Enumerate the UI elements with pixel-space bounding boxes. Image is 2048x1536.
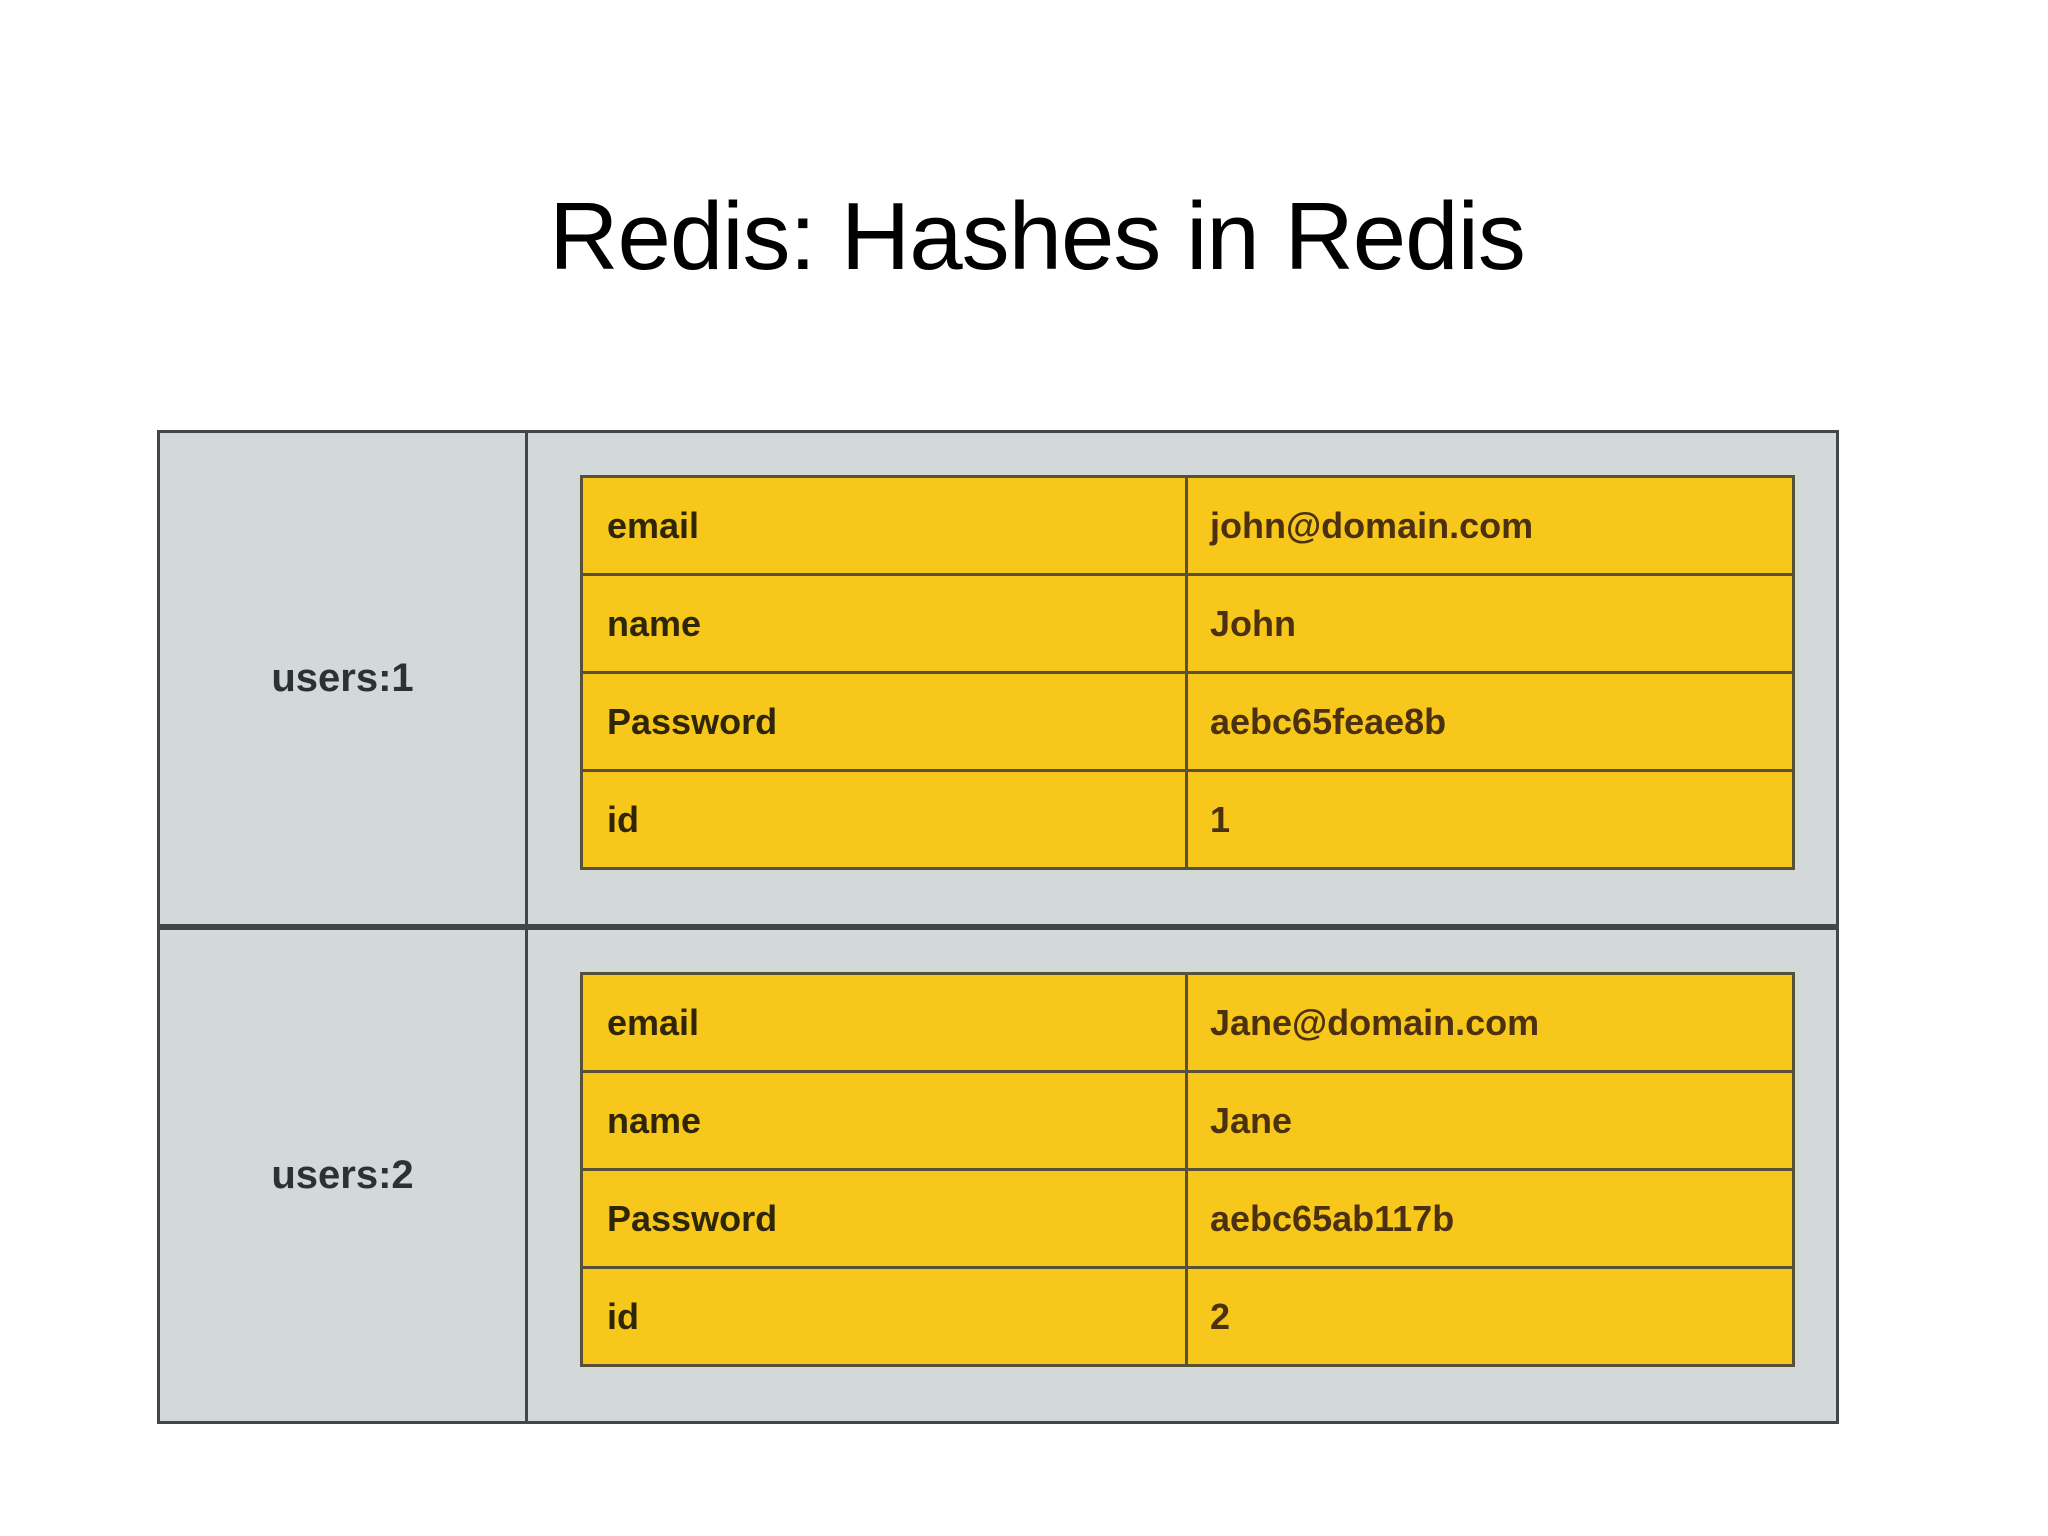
hash-key-label: users:2 bbox=[271, 1153, 414, 1197]
hash-fields-table: email Jane@domain.com name Jane Password… bbox=[580, 972, 1795, 1367]
field-value-cell: john@domain.com bbox=[1210, 504, 1534, 546]
field-row: id 1 bbox=[583, 772, 1792, 867]
field-name-cell: Password bbox=[583, 1171, 1188, 1266]
field-name-cell: name bbox=[583, 1073, 1188, 1168]
hash-key-column: users:2 bbox=[160, 930, 528, 1421]
slide-title: Redis: Hashes in Redis bbox=[549, 183, 1526, 291]
field-row: name Jane bbox=[583, 1073, 1792, 1171]
hash-key-column: users:1 bbox=[160, 433, 528, 924]
field-value-cell: aebc65ab117b bbox=[1210, 1197, 1455, 1239]
field-row: name John bbox=[583, 576, 1792, 674]
field-value-cell: 1 bbox=[1210, 798, 1231, 840]
field-name-cell: name bbox=[583, 576, 1188, 671]
field-value-cell: aebc65feae8b bbox=[1210, 700, 1447, 742]
field-value-cell: Jane bbox=[1210, 1099, 1293, 1141]
field-name-cell: id bbox=[583, 1269, 1188, 1364]
hash-panel-users-2: users:2 email Jane@domain.com name Jane … bbox=[157, 927, 1839, 1424]
hash-fields-table: email john@domain.com name John Password… bbox=[580, 475, 1795, 870]
field-row: Password aebc65ab117b bbox=[583, 1171, 1792, 1269]
field-value-cell: Jane@domain.com bbox=[1210, 1001, 1540, 1043]
field-name-cell: email bbox=[583, 478, 1188, 573]
field-name-cell: Password bbox=[583, 674, 1188, 769]
field-row: Password aebc65feae8b bbox=[583, 674, 1792, 772]
field-row: email john@domain.com bbox=[583, 478, 1792, 576]
field-row: id 2 bbox=[583, 1269, 1792, 1364]
field-row: email Jane@domain.com bbox=[583, 975, 1792, 1073]
field-name-cell: email bbox=[583, 975, 1188, 1070]
hash-key-label: users:1 bbox=[271, 656, 414, 700]
hash-panel-users-1: users:1 email john@domain.com name John … bbox=[157, 430, 1839, 927]
field-value-cell: John bbox=[1210, 602, 1296, 644]
field-value-cell: 2 bbox=[1210, 1295, 1231, 1337]
field-name-cell: id bbox=[583, 772, 1188, 867]
